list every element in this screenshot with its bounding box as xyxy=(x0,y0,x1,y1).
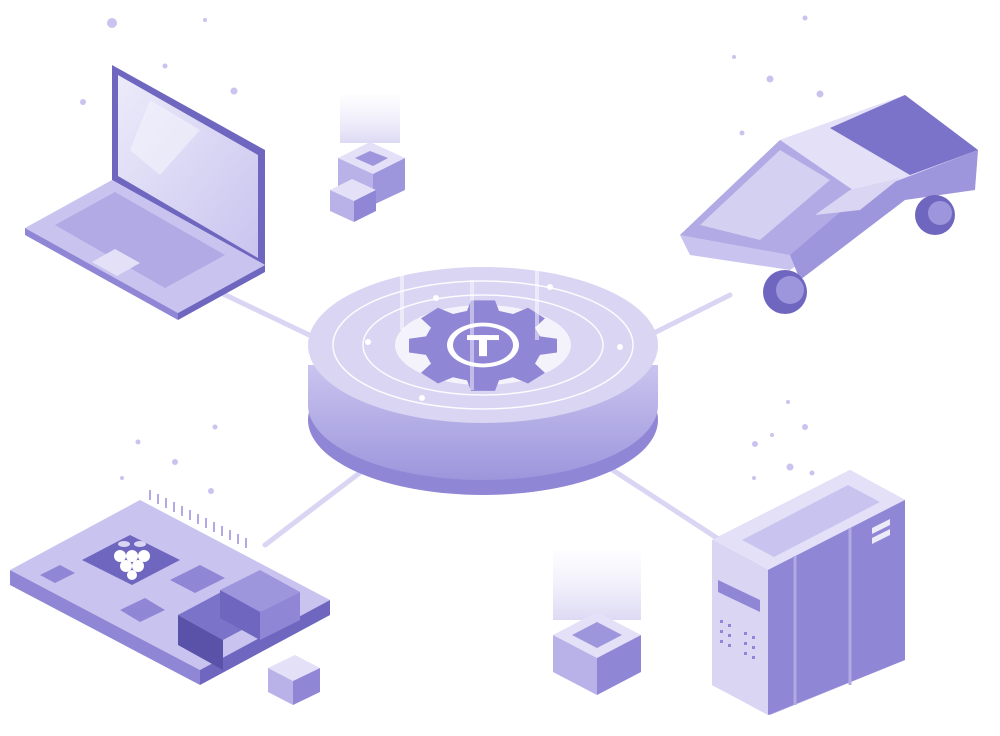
raspberry-pi-icon xyxy=(114,541,150,580)
truck-window xyxy=(815,178,900,215)
gear-t-logo-icon xyxy=(409,300,557,391)
particle-dots xyxy=(80,15,824,494)
laptop xyxy=(25,65,265,320)
server-tower xyxy=(712,470,905,715)
floating-cubes-top xyxy=(330,95,405,222)
electric-pickup-truck xyxy=(680,95,978,314)
connection-raspberry-pi xyxy=(262,462,373,548)
laptop-touchpad xyxy=(92,249,140,276)
translucent-cube xyxy=(340,95,400,143)
floating-cube-bottom xyxy=(553,550,641,695)
connection-server xyxy=(602,462,723,543)
truck-bed-cover xyxy=(830,95,978,175)
central-hub xyxy=(308,267,658,495)
laptop-keyboard xyxy=(55,192,225,288)
data-beams xyxy=(403,73,562,302)
ethernet-port xyxy=(220,570,300,612)
raspberry-pi-board xyxy=(10,490,330,705)
